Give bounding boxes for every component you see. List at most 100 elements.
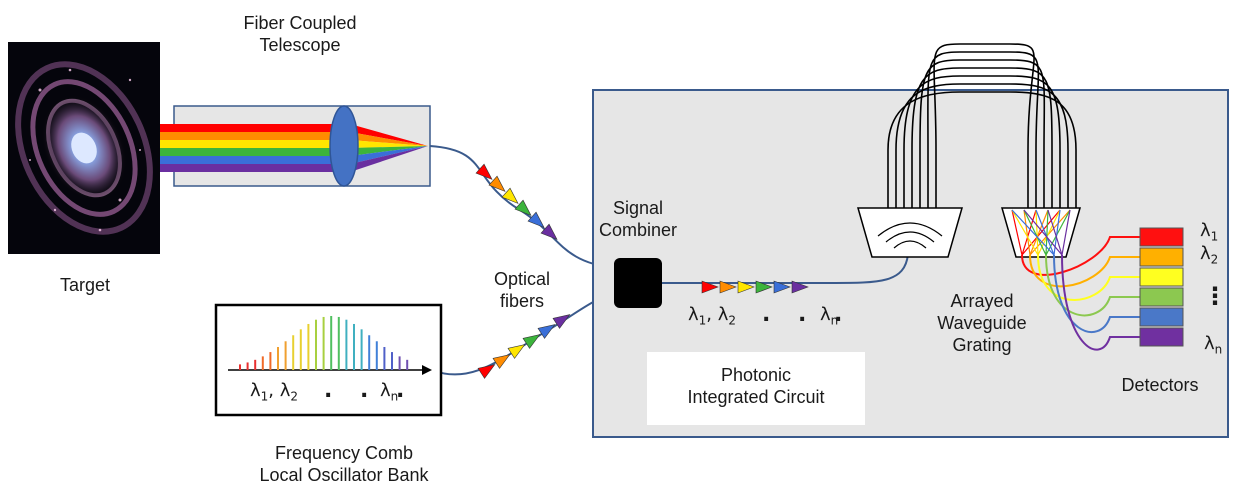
combined-wavelength-first: λ1, λ2 — [688, 304, 736, 328]
subscript-n: n — [390, 389, 399, 404]
wavelength-arrow — [477, 364, 496, 379]
detector-vertical-ellipsis: ⋮ — [1203, 282, 1227, 310]
pic-label-line2: Integrated Circuit — [687, 387, 825, 407]
wavelength-arrow — [507, 344, 526, 359]
cone-band — [350, 140, 428, 148]
fan-ray — [1023, 209, 1063, 256]
pic-label-line1: Photonic — [720, 365, 792, 385]
fan-ray — [1061, 209, 1071, 256]
fan-ray — [1035, 209, 1055, 256]
awg-label-line1: Arrayed — [950, 291, 1014, 311]
detector-route — [1061, 254, 1140, 351]
light-beam — [160, 124, 336, 172]
awg-waveguide — [895, 83, 1069, 208]
fan-ray — [1011, 209, 1023, 256]
galaxy-image — [8, 42, 160, 254]
comb-ellipsis: . . . — [324, 378, 415, 403]
detector-array — [1139, 227, 1184, 347]
awg-waveguide — [927, 51, 1040, 208]
frequency-comb-label: Frequency Comb Local Oscillator Bank — [224, 442, 464, 486]
optical-fibers-label-line1: Optical — [493, 269, 551, 289]
cone-band — [350, 146, 428, 172]
wavelength-arrow — [773, 280, 791, 294]
fan-ray — [1011, 209, 1055, 256]
wavelength-arrow — [719, 280, 737, 294]
detector-wavelength-n: λn — [1204, 333, 1222, 357]
detector-route — [1029, 254, 1140, 288]
comb-wavelength-first: λ1, λ2 — [250, 380, 298, 404]
wavelength-arrow — [522, 334, 541, 349]
frequency-comb-box — [214, 303, 443, 417]
awg-waveguide-array — [887, 43, 1077, 208]
signal-combiner-label: Signal Combiner — [570, 197, 706, 241]
telescope-label-line1: Fiber Coupled — [243, 13, 357, 33]
wavelength-arrow — [701, 280, 719, 294]
subscript-1: 1 — [698, 313, 707, 328]
subscript-n: n — [830, 313, 839, 328]
comma: , — [706, 304, 713, 325]
comb-axis-arrowhead — [422, 365, 432, 375]
signal-combiner-label-line2: Combiner — [598, 220, 678, 240]
wavelength-arrow — [475, 163, 493, 180]
comb-wavelength-last: λn — [380, 380, 398, 404]
fan-ray — [1035, 209, 1039, 256]
subscript-2: 2 — [1210, 252, 1219, 267]
beam-band — [160, 148, 336, 156]
detector-route — [1021, 236, 1140, 276]
awg-waveguide — [903, 75, 1061, 208]
awg-output-fan — [1011, 209, 1071, 256]
detector-wavelength-1: λ1 — [1200, 220, 1218, 244]
awg-label: Arrayed Waveguide Grating — [922, 290, 1042, 356]
lambda-symbol: λ — [1200, 220, 1211, 241]
fan-ray — [1021, 209, 1037, 256]
detector — [1139, 327, 1184, 347]
awg-waveguide — [887, 91, 1077, 208]
wavelength-arrow — [501, 187, 519, 204]
subscript-2: 2 — [728, 313, 737, 328]
awg-waveguide — [911, 67, 1053, 208]
telescope-label-line2: Telescope — [259, 35, 341, 55]
pic-label-box — [647, 352, 865, 425]
detector — [1139, 267, 1184, 287]
lambda-symbol: λ — [717, 304, 729, 325]
target-label: Target — [59, 275, 111, 295]
frequency-comb-label-line2: Local Oscillator Bank — [259, 465, 429, 485]
telescope-lens — [329, 105, 359, 187]
wavelength-arrow — [540, 223, 558, 240]
signal-combiner — [614, 258, 662, 308]
lambda-symbol: λ — [380, 380, 391, 401]
detector — [1139, 307, 1184, 327]
lambda-symbol: λ — [688, 304, 699, 325]
wavelength-arrow — [488, 175, 506, 192]
telescope-label: Fiber Coupled Telescope — [230, 12, 370, 56]
signal-combiner-label-line1: Signal — [612, 198, 664, 218]
wavelength-arrows-combined — [701, 280, 809, 294]
detector — [1139, 247, 1184, 267]
detector-routes — [1021, 236, 1140, 351]
lambda-symbol: λ — [250, 380, 261, 401]
beam-band — [160, 132, 336, 140]
lambda-symbol: λ — [1204, 333, 1215, 354]
awg-label-line2: Waveguide — [937, 313, 1027, 333]
fan-ray — [1029, 209, 1071, 256]
lambda-symbol: λ — [820, 304, 831, 325]
combined-waveguide — [662, 253, 909, 284]
cone-band — [350, 124, 428, 146]
wavelength-arrow — [755, 280, 773, 294]
wavelength-arrow — [791, 280, 809, 294]
detectors-label: Detectors — [1121, 375, 1199, 395]
fan-ray — [1045, 209, 1071, 256]
wavelength-arrow — [514, 199, 532, 216]
combined-wavelength-last: λn — [820, 304, 838, 328]
cone-band — [350, 132, 428, 146]
awg-input-fan — [877, 222, 943, 249]
awg-waveguide — [933, 43, 1035, 208]
comb-lines — [239, 316, 409, 370]
detector-route — [1037, 254, 1140, 301]
fan-ray — [1011, 209, 1039, 256]
awg-label-line3: Grating — [952, 335, 1012, 355]
detector-route — [1053, 254, 1140, 334]
wavelength-arrow — [537, 324, 556, 339]
awg-waveguide — [919, 59, 1046, 208]
